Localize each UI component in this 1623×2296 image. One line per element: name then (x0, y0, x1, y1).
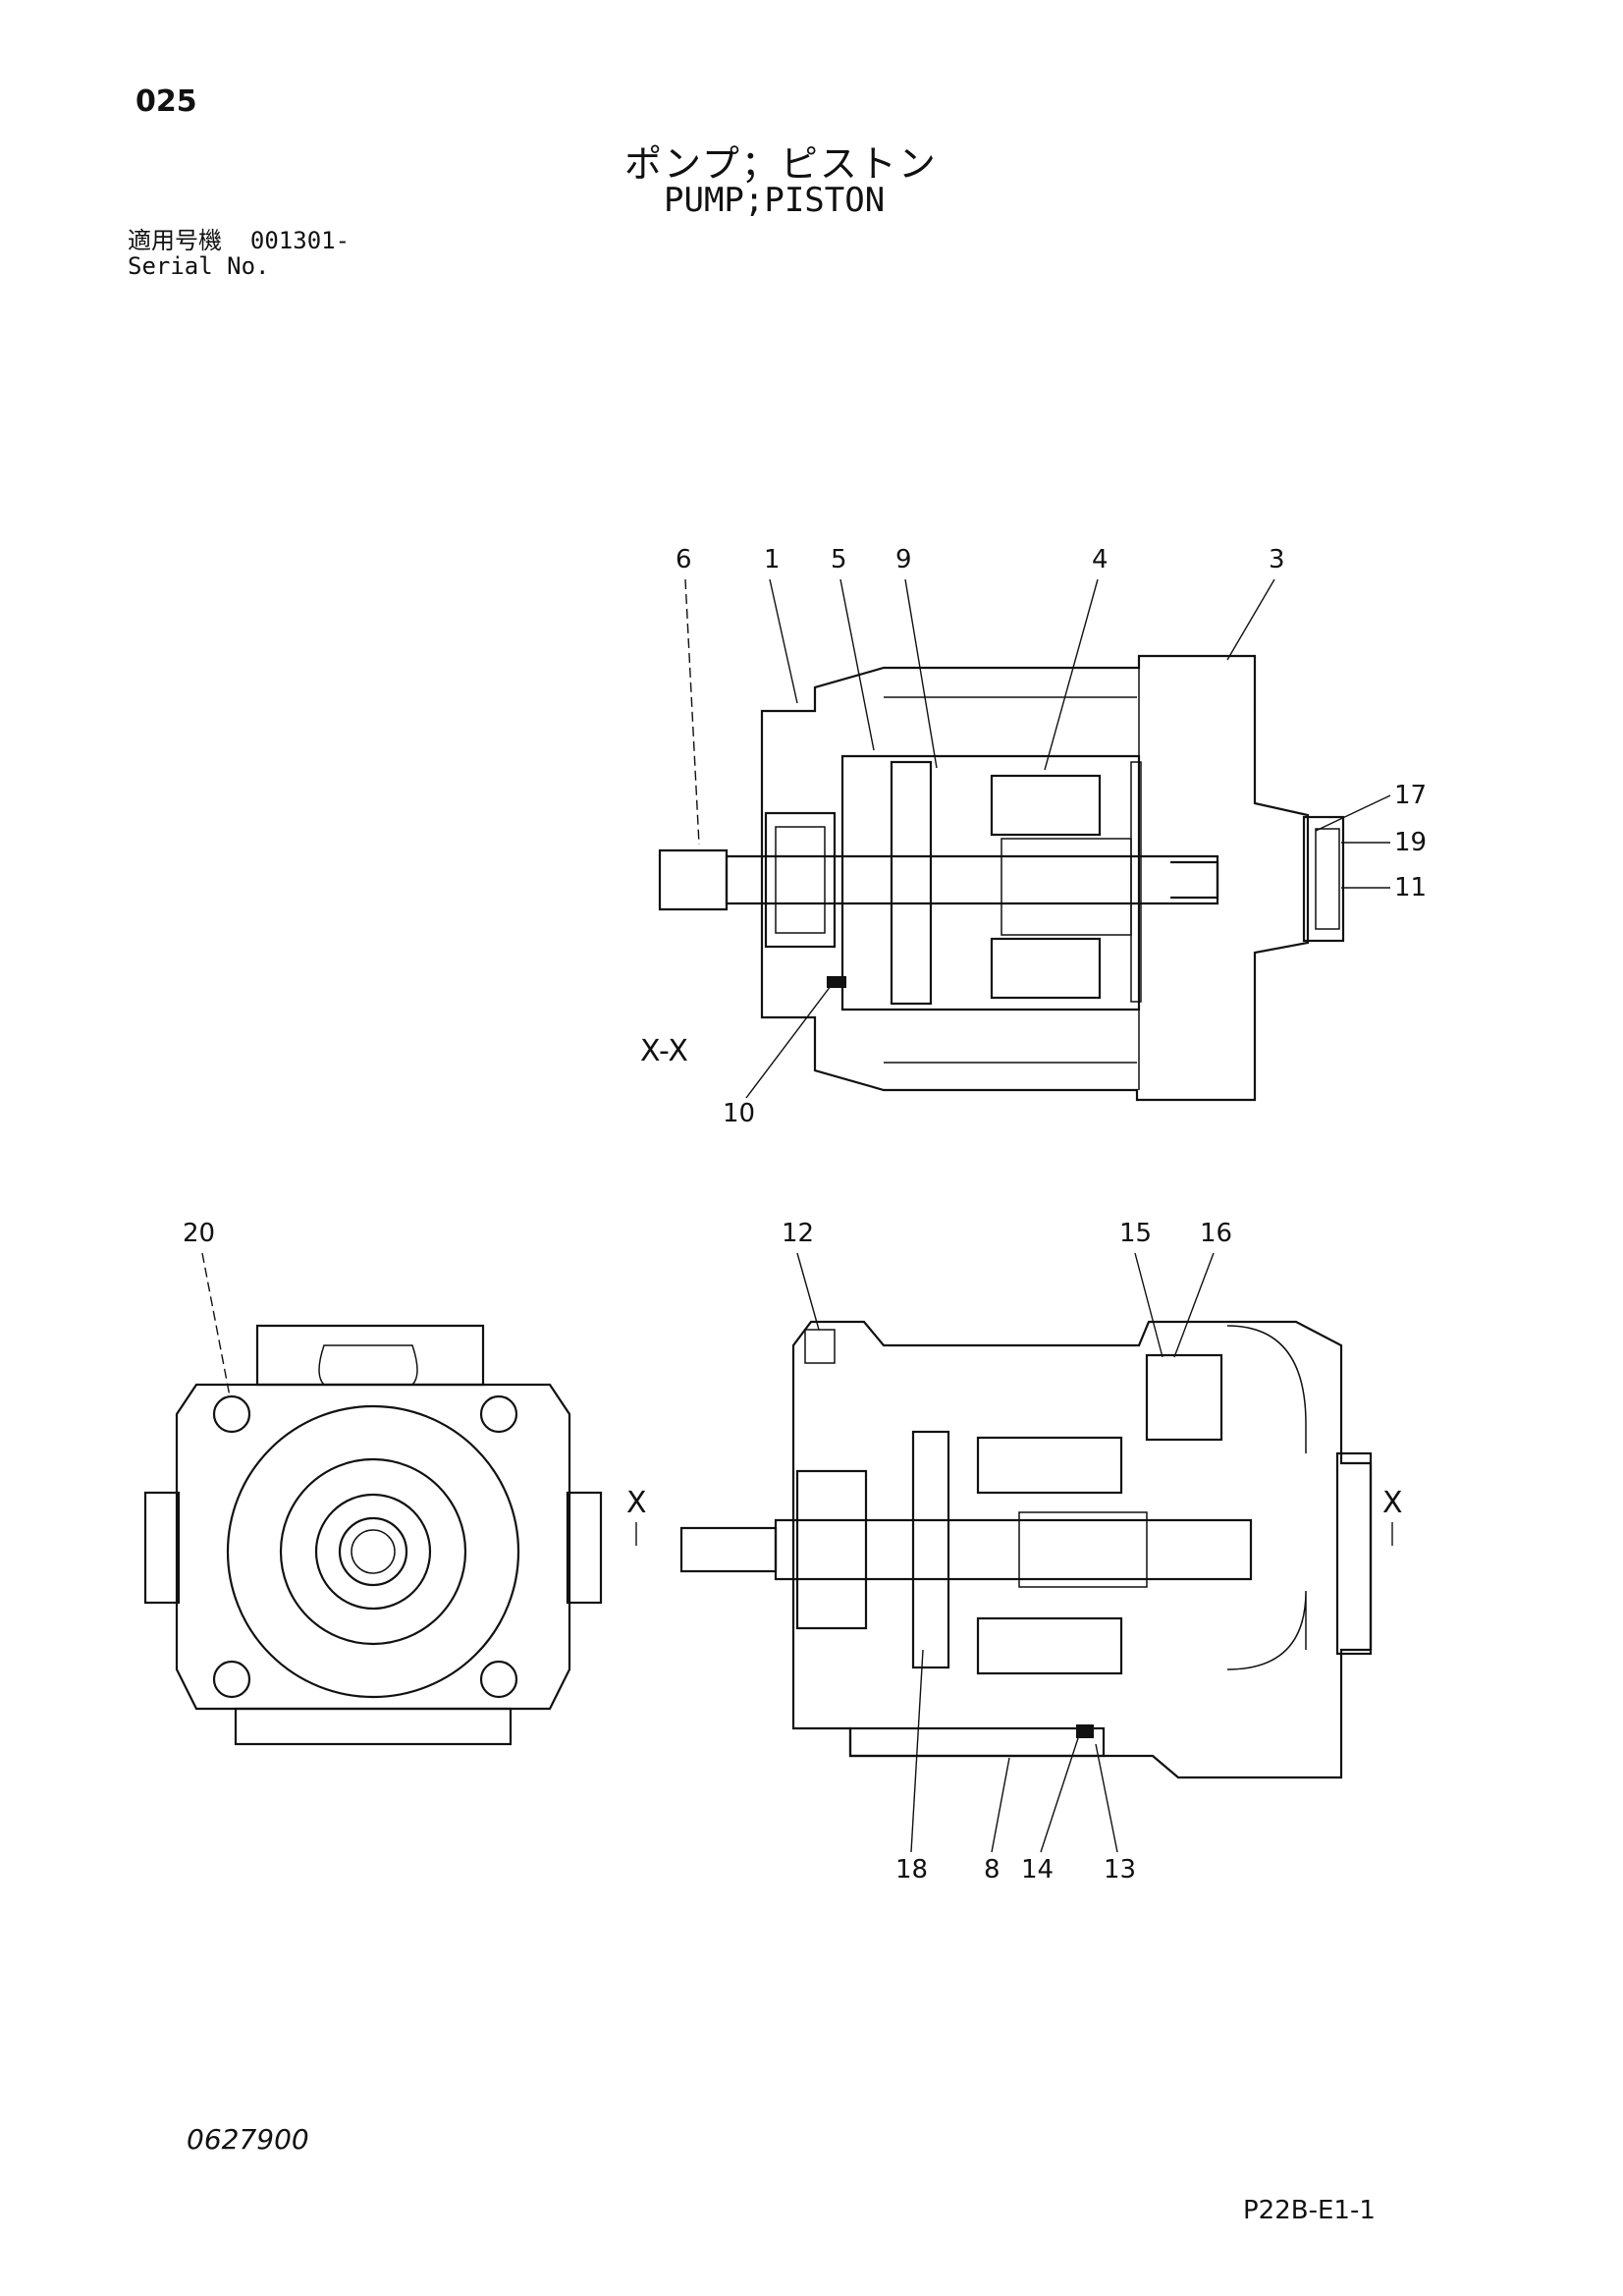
serial-label-jp: 適用号機 (128, 227, 222, 254)
leader-15 (1134, 1252, 1163, 1358)
side-rear-cover (1335, 1451, 1373, 1656)
end-view: 20 (143, 1219, 603, 1746)
section-marker-right: X (1382, 1486, 1403, 1520)
side-cover-plate (804, 1329, 836, 1364)
inner-wall (884, 696, 1137, 1064)
leader-6 (684, 578, 700, 846)
leader-8 (991, 1757, 1010, 1853)
leader-10 (745, 985, 832, 1099)
side-shaft-main (774, 1518, 1253, 1581)
front-bearing (764, 811, 837, 949)
side-casing-outline (791, 1320, 1373, 1779)
callout-15: 15 (1119, 1219, 1152, 1248)
end-shaft (338, 1516, 408, 1587)
side-rear-block (1145, 1353, 1223, 1442)
side-front-bearing (795, 1469, 868, 1630)
page-number: 025 (135, 84, 197, 119)
callout-18: 18 (895, 1855, 928, 1885)
leader-12 (796, 1252, 820, 1331)
end-top-boss (255, 1324, 485, 1387)
callout-6: 6 (676, 545, 692, 574)
pump-casing-outline (760, 654, 1310, 1102)
page-title-english: PUMP;PISTON (664, 181, 886, 220)
callout-20: 20 (183, 1219, 215, 1248)
front-bearing-inner (775, 826, 826, 934)
callout-14: 14 (1021, 1855, 1054, 1885)
rear-plug (1315, 828, 1340, 930)
side-cylinder-lower (976, 1616, 1123, 1675)
section-view-xx: X-X (640, 654, 1345, 1102)
section-view-callouts: 6 1 5 9 4 3 17 19 11 10 (676, 545, 1427, 1128)
end-base (234, 1707, 513, 1746)
leader-5 (839, 578, 875, 751)
locating-pin (827, 976, 846, 988)
shaft-end (1170, 860, 1219, 900)
end-flange-outline (175, 1383, 571, 1711)
cylinder-block-lower (990, 937, 1102, 1000)
callout-1: 1 (764, 545, 781, 574)
side-shaft (679, 1526, 778, 1573)
leader-3 (1226, 578, 1275, 661)
callout-17: 17 (1394, 781, 1427, 810)
callout-19: 19 (1394, 828, 1427, 857)
page-title-japanese: ポンプ；ピストン (624, 142, 938, 186)
end-boss-ring (279, 1457, 467, 1646)
sheet-code: P22B-E1-1 (1243, 2196, 1376, 2225)
document-number: 0627900 (187, 2123, 309, 2156)
leader-4 (1044, 578, 1099, 771)
callout-4: 4 (1092, 545, 1109, 574)
rear-cover (1302, 815, 1345, 943)
bolt-hole-bottom-right (479, 1660, 518, 1699)
end-flange-ring (226, 1404, 520, 1699)
serial-value: 001301- (249, 227, 351, 254)
bolt-hole-bottom-left (212, 1660, 251, 1699)
serial-row-jp: 適用号機 001301- (128, 228, 350, 253)
callout-3: 3 (1269, 545, 1285, 574)
swash-plate (890, 760, 933, 1006)
leader-18 (910, 1649, 924, 1853)
bolt-hole-top-right (479, 1394, 518, 1434)
drive-shaft-main (725, 854, 1219, 905)
callout-13: 13 (1104, 1855, 1136, 1885)
cylinder-spring (1001, 838, 1132, 936)
callout-10: 10 (723, 1099, 755, 1128)
callout-9: 9 (895, 545, 912, 574)
side-bottom-plate (848, 1726, 1106, 1758)
drive-shaft (658, 848, 729, 911)
callout-8: 8 (984, 1855, 1001, 1885)
side-inner-passage (1226, 1325, 1307, 1670)
side-spring (1018, 1511, 1148, 1588)
serial-number-block: 適用号機 001301- Serial No. (128, 228, 350, 279)
end-top-boss-inner (318, 1344, 418, 1386)
side-view: X X (626, 1320, 1403, 1779)
leader-1 (769, 578, 798, 704)
bolt-hole-top-left (212, 1394, 251, 1434)
section-marker-left: X (626, 1486, 647, 1520)
end-shaft-core (351, 1529, 396, 1574)
callout-12: 12 (782, 1219, 814, 1248)
end-shaft-ring (314, 1493, 432, 1611)
section-label: X-X (640, 1034, 688, 1068)
side-pin (1076, 1724, 1094, 1738)
callout-11: 11 (1394, 873, 1427, 902)
side-cylinder-upper (976, 1436, 1123, 1495)
side-swash-plate (911, 1430, 950, 1669)
leader-16 (1173, 1252, 1215, 1358)
leader-20 (201, 1252, 231, 1397)
serial-label-en: Serial No. (128, 252, 270, 280)
end-left-port (143, 1491, 181, 1605)
leader-14 (1040, 1737, 1079, 1853)
leader-17 (1315, 794, 1391, 832)
cylinder-block (990, 774, 1102, 837)
valve-plate (1130, 761, 1142, 1003)
leader-13 (1095, 1743, 1118, 1853)
side-view-callouts: 12 15 16 18 8 14 13 (782, 1219, 1232, 1885)
callout-16: 16 (1200, 1219, 1232, 1248)
callout-5: 5 (831, 545, 847, 574)
end-right-port (566, 1491, 603, 1605)
leader-9 (904, 578, 938, 769)
